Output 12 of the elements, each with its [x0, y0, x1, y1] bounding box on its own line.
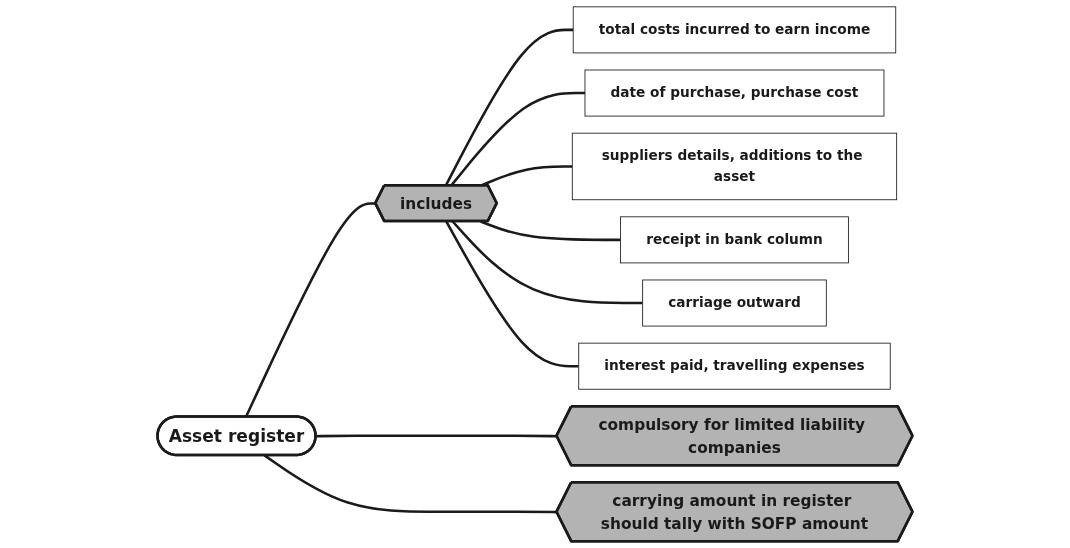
node-box: suppliers details, additions to the asset: [571, 132, 898, 201]
connector: [451, 220, 643, 305]
connector: [450, 91, 585, 187]
node-box: date of purchase, purchase cost: [584, 69, 885, 117]
node-box: interest paid, travelling expenses: [578, 342, 891, 390]
connector: [263, 454, 557, 514]
connector: [480, 220, 621, 242]
node-box: carriage outward: [642, 279, 827, 327]
node-box: total costs incurred to earn income: [572, 6, 897, 54]
connector: [444, 28, 574, 187]
node-box: receipt in bank column: [620, 216, 849, 264]
connector: [315, 434, 557, 438]
